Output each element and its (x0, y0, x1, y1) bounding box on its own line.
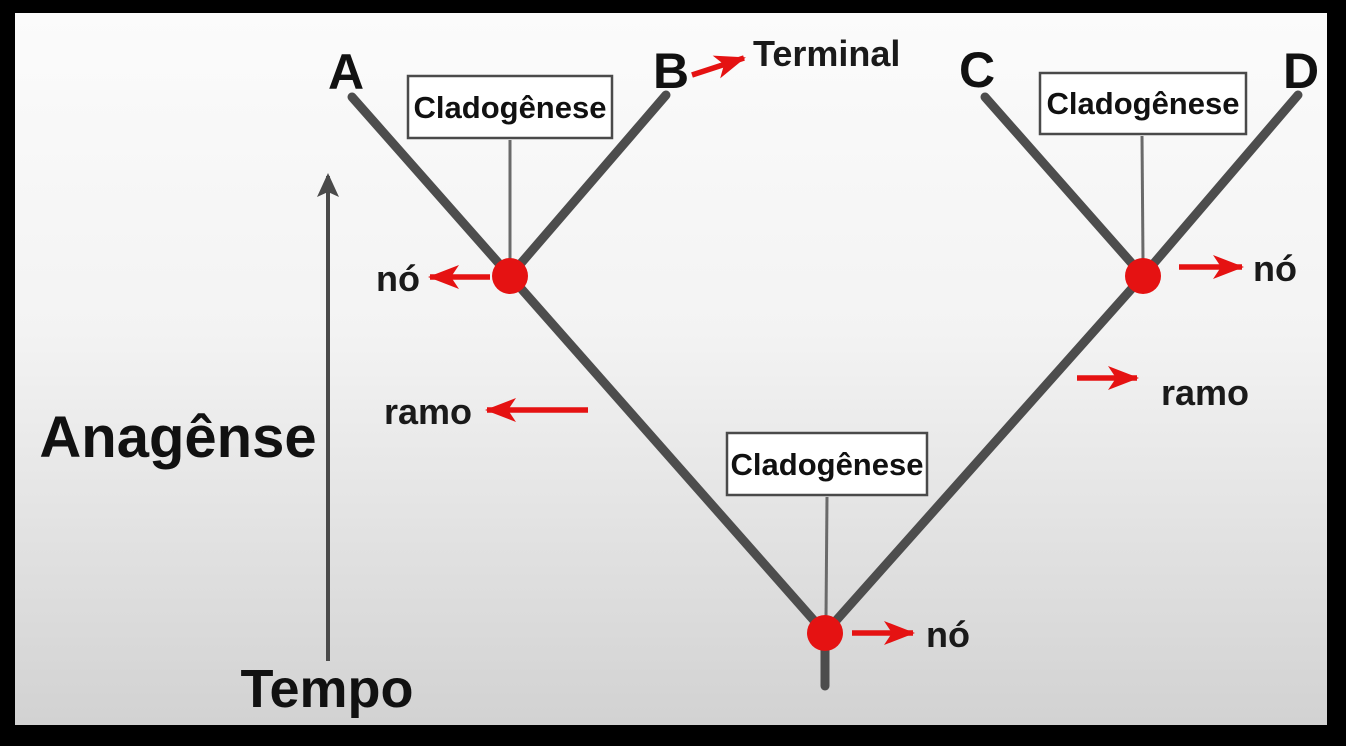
node-dot-root (807, 615, 843, 651)
connector-box-root-node (824, 496, 829, 619)
terminal-arrow (691, 55, 746, 79)
taxon-label-b: B (653, 43, 689, 99)
taxon-label-c: C (959, 42, 995, 98)
cladogenesis-label-left: Cladogênese (414, 90, 607, 125)
branch-right-node-to-D (1138, 90, 1303, 281)
taxon-label-a: A (328, 44, 364, 100)
terminal-label: Terminal (753, 33, 900, 74)
taxon-label-d: D (1283, 43, 1319, 99)
connector-box-right-node (1140, 135, 1145, 261)
node-dot-right (1125, 258, 1161, 294)
cladogenesis-box-center (725, 431, 929, 497)
anagenesis-label: Anagênse (39, 405, 316, 470)
cladogenesis-label-right: Cladogênese (1047, 86, 1240, 121)
time-label: Tempo (241, 659, 414, 719)
branch-root-to-left-node (505, 271, 830, 638)
node-dot-left (492, 258, 528, 294)
branch-left-node-to-B (505, 90, 671, 281)
cladogenesis-label-center: Cladogênese (731, 447, 924, 482)
cladogenesis-box-left (406, 74, 614, 140)
branch-right-node-to-C (980, 92, 1148, 281)
cladogenesis-box-right (1038, 71, 1248, 136)
node-label-root: nó (926, 614, 970, 655)
branch-label-right: ramo (1161, 372, 1249, 413)
branch-left-node-to-A (347, 92, 515, 281)
node-label-right: nó (1253, 248, 1297, 289)
branch-label-left: ramo (384, 391, 472, 432)
branch-root-to-right-node (820, 271, 1148, 638)
node-label-left: nó (376, 258, 420, 299)
